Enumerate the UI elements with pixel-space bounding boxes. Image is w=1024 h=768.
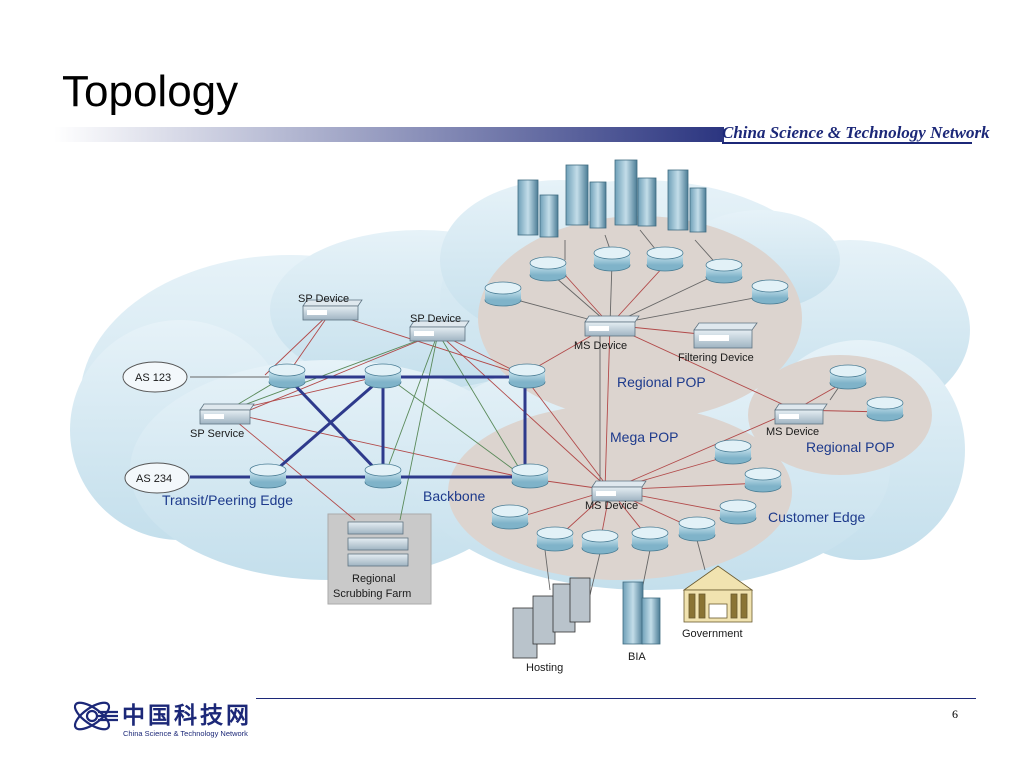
hosting-servers-icon — [512, 577, 591, 659]
ms-device-top-label: MS Device — [574, 340, 627, 352]
regional-pop-top-label: Regional POP — [617, 374, 706, 390]
ms-device-mega-icon — [591, 480, 647, 502]
as123-cloud — [122, 361, 188, 393]
government-building-icon — [682, 565, 754, 623]
footer-logo-chinese: 中国科技网 — [122, 702, 252, 729]
router-icons — [249, 246, 904, 555]
router-icon — [536, 526, 574, 552]
router-icon — [511, 463, 549, 489]
router-icon — [268, 363, 306, 389]
scrubbing-farm-label-1: Regional — [352, 573, 395, 585]
router-icon — [581, 529, 619, 555]
as234-cloud — [124, 462, 190, 494]
transit-peering-edge-label: Transit/Peering Edge — [162, 492, 293, 508]
sp-device-icon-2 — [409, 320, 470, 342]
ms-device-top-icon — [584, 315, 640, 337]
hosting-label: Hosting — [526, 662, 563, 674]
page-number: 6 — [952, 707, 958, 721]
bia-label: BIA — [628, 651, 646, 663]
sp-service-icon — [199, 403, 255, 425]
customer-edge-label: Customer Edge — [768, 509, 865, 525]
as123-label: AS 123 — [135, 372, 171, 384]
router-icon — [714, 439, 752, 465]
as234-label: AS 234 — [136, 473, 172, 485]
sp-service-label: SP Service — [190, 428, 244, 440]
filtering-device-icon — [693, 322, 758, 349]
brand-header: China Science & Technology Network — [722, 123, 990, 142]
title-gradient-bar — [54, 127, 724, 142]
router-icon — [508, 363, 546, 389]
sp-device-label-2: SP Device — [410, 313, 461, 325]
mega-pop-label: Mega POP — [610, 429, 678, 445]
router-icon — [751, 279, 789, 305]
router-icon — [484, 281, 522, 307]
router-icon — [719, 499, 757, 525]
appliance-icons — [199, 299, 828, 567]
router-icon — [829, 364, 867, 390]
ms-device-mega-label: MS Device — [585, 500, 638, 512]
router-icon — [364, 363, 402, 389]
regional-pop-right-label: Regional POP — [806, 439, 895, 455]
slide-title: Topology — [62, 67, 239, 116]
brand-underline — [722, 142, 972, 144]
router-icon — [646, 246, 684, 272]
router-icon — [593, 246, 631, 272]
filtering-device-label: Filtering Device — [678, 352, 754, 364]
footer-divider — [256, 698, 976, 699]
sp-device-label-1: SP Device — [298, 293, 349, 305]
datacenter-towers-icon — [517, 159, 707, 238]
router-icon — [529, 256, 567, 282]
sp-device-icon-1 — [302, 299, 363, 321]
backbone-label: Backbone — [423, 488, 485, 504]
router-icon — [249, 463, 287, 489]
router-icon — [866, 396, 904, 422]
government-label: Government — [682, 628, 743, 640]
footer-logo-english: China Science & Technology Network — [123, 729, 248, 738]
router-icon — [491, 504, 529, 530]
router-icon — [744, 467, 782, 493]
router-icon — [364, 463, 402, 489]
backbone-links — [190, 375, 527, 479]
scrubbing-units-icon — [347, 521, 409, 567]
router-icon — [705, 258, 743, 284]
regional-pop-area-right — [748, 355, 932, 475]
scrubbing-farm-label-2: Scrubbing Farm — [333, 588, 411, 600]
ms-device-right-label: MS Device — [766, 426, 819, 438]
router-icon — [678, 516, 716, 542]
cstnet-logo-icon — [73, 701, 118, 731]
router-icon — [631, 526, 669, 552]
ms-device-right-icon — [774, 403, 828, 425]
green-links — [224, 332, 526, 521]
bia-tower-icon — [622, 581, 661, 645]
